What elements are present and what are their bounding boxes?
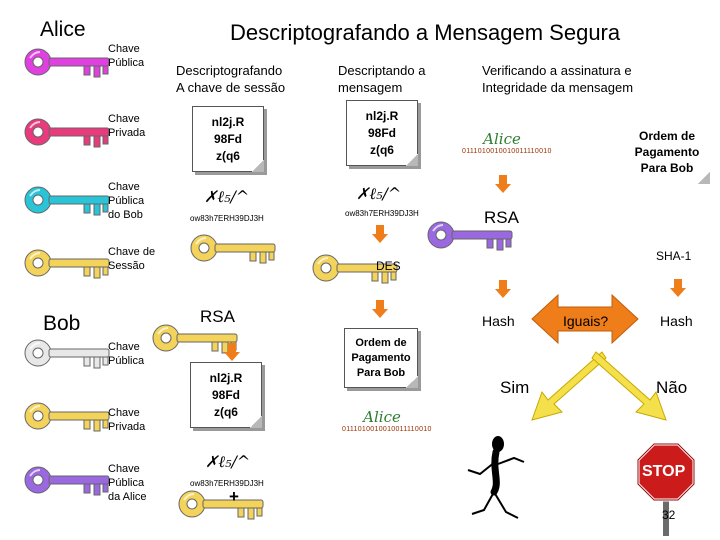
des-label: DES	[376, 259, 401, 273]
plus-sign: +	[229, 487, 239, 506]
signature-block: Alice 0111010010010011110010	[342, 408, 432, 433]
order-document: Ordem de Pagamento Para Bob	[344, 328, 418, 388]
page-title: Descriptografando a Mensagem Segura	[230, 20, 621, 45]
key-label: Chave Privada	[108, 407, 146, 433]
cipher-line: ow83h7ERH39DJ3H	[190, 479, 264, 488]
key-icon	[24, 249, 110, 279]
key-label: Chave Pública	[108, 341, 145, 367]
signature-bits: 0111010010010011110010	[342, 426, 432, 433]
ciphertext-document: nl2j.R 98Fd z(q6	[346, 100, 418, 166]
key-icon	[24, 48, 110, 78]
signature-block: Alice 0111010010010011110010	[462, 130, 552, 155]
key-icon	[24, 339, 110, 369]
iguais-label: Iguais?	[563, 313, 609, 329]
hash-label-right: Hash	[660, 313, 693, 329]
sha1-label: SHA-1	[656, 249, 692, 263]
ciphertext-document: nl2j.R 98Fd z(q6	[192, 106, 264, 172]
arrow-down-icon	[372, 225, 388, 243]
cipher-line: ow83h7ERH39DJ3H	[190, 214, 264, 223]
nao-label: Não	[656, 378, 688, 397]
sim-label: Sim	[500, 378, 530, 397]
session-key-icon	[190, 234, 276, 264]
stick-figure-icon	[467, 436, 525, 519]
arrow-down-icon	[670, 279, 686, 297]
no-arrow-icon	[591, 351, 667, 421]
stop-sign-icon	[636, 442, 696, 536]
alice-public-key-icon	[427, 221, 513, 251]
key-label: Chave Pública do Bob	[108, 181, 145, 221]
arrow-down-icon	[495, 175, 511, 193]
key-icon	[24, 402, 110, 432]
rsa-label-signature: RSA	[484, 208, 519, 227]
key-icon	[24, 118, 110, 148]
key-icon	[24, 466, 110, 496]
key-label: Chave Privada	[108, 113, 146, 139]
column-header-session-key: Descriptografando A chave de sessão	[176, 63, 286, 95]
cipher-line: ow83h7ERH39DJ3H	[345, 209, 419, 218]
cipher-symbols: ✗ℓ₅/^	[356, 184, 402, 203]
key-label: Chave Pública da Alice	[108, 463, 147, 503]
hash-label-left: Hash	[482, 313, 515, 329]
compare-arrow-icon	[531, 293, 639, 345]
key-icon	[24, 186, 110, 216]
cipher-symbols: ✗ℓ₅/^	[205, 452, 251, 471]
yes-arrow-icon	[531, 351, 607, 421]
signature-bits: 0111010010010011110010	[462, 148, 552, 155]
stop-sign-text: STOP	[642, 463, 686, 480]
alice-label: Alice	[40, 18, 86, 41]
arrow-down-icon	[495, 280, 511, 298]
column-header-signature: Verificando a assinatura e Integridade d…	[482, 63, 634, 95]
key-label: Chave de Sessão	[108, 246, 156, 272]
arrow-down-icon	[372, 300, 388, 318]
order-document: Ordem de Pagamento Para Bob	[624, 120, 710, 184]
session-key-icon	[178, 490, 264, 520]
key-label: Chave Pública	[108, 43, 145, 69]
rsa-label-session: RSA	[200, 307, 235, 326]
column-header-message: Descriptando a mensagem	[338, 63, 426, 95]
signature-name: Alice	[483, 130, 521, 148]
ciphertext-document: nl2j.R 98Fd z(q6	[190, 362, 262, 428]
arrow-down-icon	[224, 343, 240, 361]
bob-label: Bob	[43, 312, 81, 335]
page-number: 32	[662, 508, 676, 522]
signature-name: Alice	[363, 408, 401, 426]
cipher-symbols: ✗ℓ₅/^	[204, 187, 250, 206]
